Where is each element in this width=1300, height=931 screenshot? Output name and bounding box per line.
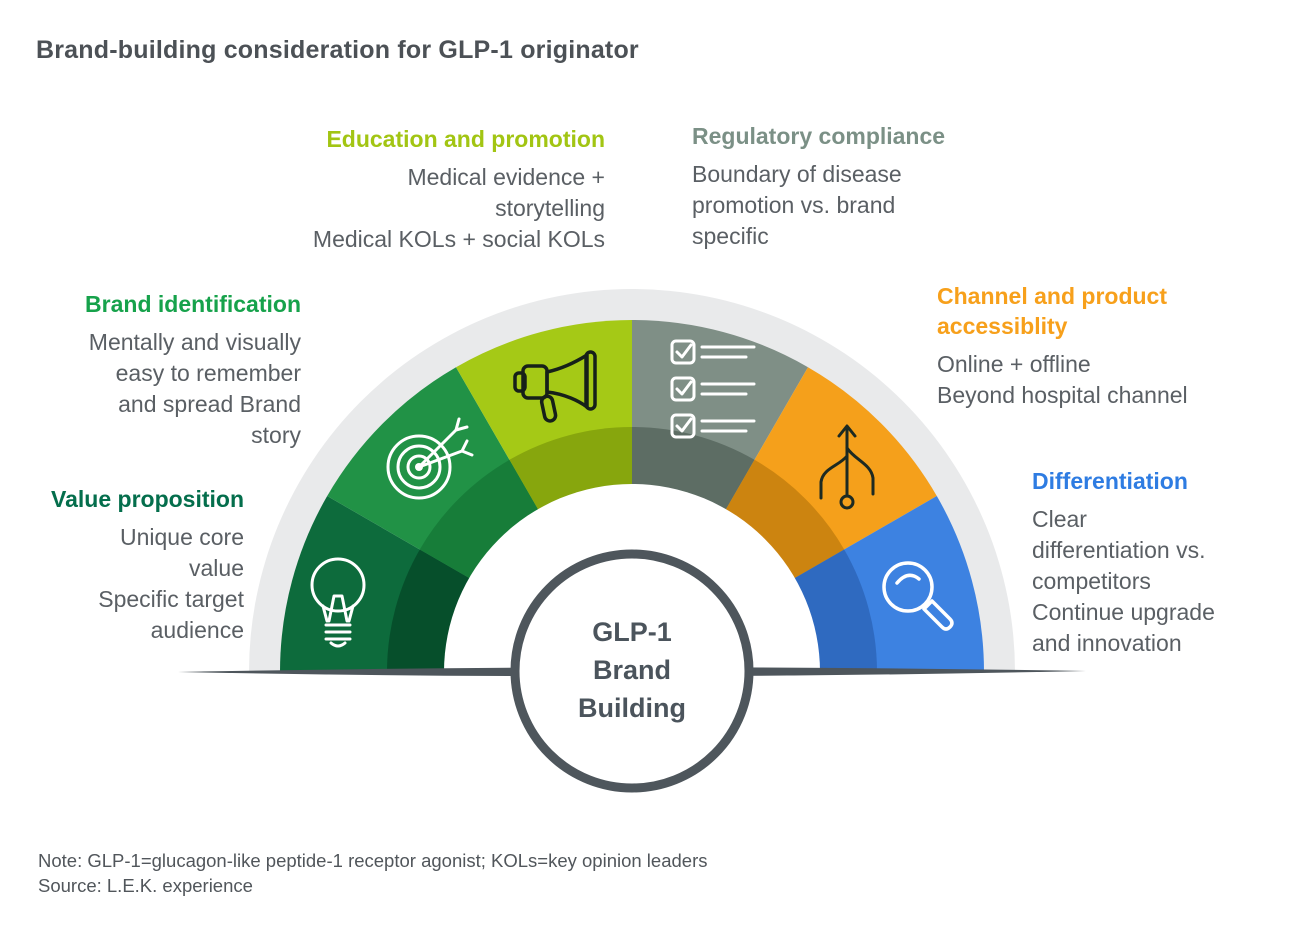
channel-line: Beyond hospital channel [937,382,1188,408]
section-channel-accessibility: Channel and product accessiblity Online … [937,281,1209,411]
center-label: GLP-1 Brand Building [512,613,752,727]
education-line: storytelling [495,195,605,221]
differentiation-line: differentiation vs. [1032,537,1206,563]
differentiation-line: Clear [1032,506,1087,532]
brand-identification-heading: Brand identification [85,291,301,317]
value-proposition-line: value [189,555,244,581]
footnote: Note: GLP-1=glucagon-like peptide-1 rece… [38,848,708,898]
brand-identification-line: and spread Brand [118,391,301,417]
education-heading: Education and promotion [326,126,605,152]
regulatory-heading: Regulatory compliance [692,123,946,149]
channel-heading: Channel and product accessiblity [937,283,1167,339]
branch-icon [819,424,875,510]
education-line: Medical evidence + [407,164,605,190]
section-brand-identification: Brand identification Mentally and visual… [20,289,301,451]
page-title: Brand-building consideration for GLP-1 o… [36,36,639,64]
section-regulatory: Regulatory compliance Boundary of diseas… [692,121,984,252]
checklist-icon [670,339,756,439]
education-line: Medical KOLs + social KOLs [312,226,605,252]
brand-identification-line: Mentally and visually [88,329,301,355]
value-proposition-line: Unique core [119,524,244,550]
channel-line: Online + offline [937,351,1091,377]
brand-identification-line: easy to remember [115,360,301,386]
differentiation-line: competitors [1032,568,1151,594]
value-proposition-heading: Value proposition [51,486,244,512]
differentiation-heading: Differentiation [1032,468,1188,494]
differentiation-line: Continue upgrade [1032,599,1215,625]
section-differentiation: Differentiation Clear differentiation vs… [1032,466,1282,659]
center-label-line: Building [578,693,686,723]
regulatory-line: Boundary of disease [692,161,902,187]
target-icon [386,417,474,500]
section-value-proposition: Value proposition Unique core value Spec… [16,484,244,646]
differentiation-line: and innovation [1032,630,1182,656]
value-proposition-line: Specific target [98,586,244,612]
regulatory-line: specific [692,223,769,249]
section-education: Education and promotion Medical evidence… [230,124,605,255]
magnifier-icon [882,561,954,631]
center-label-line: GLP-1 [592,617,672,647]
brand-identification-line: story [251,422,301,448]
note-line: Note: GLP-1=glucagon-like peptide-1 rece… [38,850,708,871]
lightbulb-icon [310,557,366,648]
megaphone-icon [513,350,597,423]
source-line: Source: L.E.K. experience [38,875,253,896]
center-label-line: Brand [592,655,671,685]
regulatory-line: promotion vs. brand [692,192,896,218]
value-proposition-line: audience [150,617,244,643]
center-circle [510,549,754,793]
